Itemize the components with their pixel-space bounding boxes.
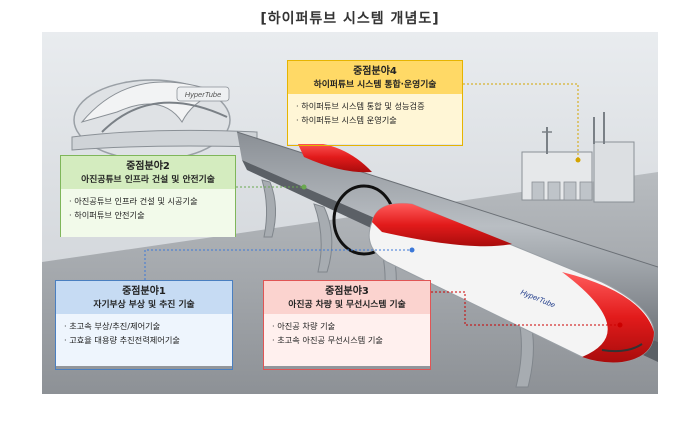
focus-area-3-item: 초고속 아진공 무선시스템 기술 bbox=[272, 334, 422, 347]
station-building: HyperTube bbox=[71, 79, 258, 161]
focus-area-2-item: 하이퍼튜브 안전기술 bbox=[69, 209, 227, 222]
focus-area-1-item: 고효율 대용량 추진전력제어기술 bbox=[64, 334, 224, 347]
focus-area-3-heading: 중점분야3 bbox=[325, 286, 369, 297]
station-sign: HyperTube bbox=[185, 90, 222, 99]
focus-area-3-box: 중점분야3 아진공 차량 및 무선시스템 기술 아진공 차량 기술 초고속 아진… bbox=[263, 280, 431, 370]
focus-area-4-box: 중점분야4 하이퍼튜브 시스템 통합·운영기술 하이퍼튜브 시스템 통합 및 성… bbox=[287, 60, 463, 146]
focus-area-3-item: 아진공 차량 기술 bbox=[272, 320, 422, 333]
diagram-title: [하이퍼튜브 시스템 개념도] bbox=[260, 11, 440, 27]
focus-area-4-subtitle: 하이퍼튜브 시스템 통합·운영기술 bbox=[313, 79, 437, 90]
focus-area-1-heading: 중점분야1 bbox=[122, 286, 166, 297]
focus-area-2-subtitle: 아진공튜브 인프라 건설 및 안전기술 bbox=[81, 174, 215, 185]
focus-area-4-heading: 중점분야4 bbox=[353, 66, 397, 77]
hypertube-capsule: HyperTube bbox=[368, 202, 655, 363]
focus-area-1-item: 초고속 부상/추진/제어기술 bbox=[64, 320, 224, 333]
rear-capsule bbox=[297, 141, 372, 173]
focus-area-1-subtitle: 자기부상 부상 및 추진 기술 bbox=[93, 299, 195, 310]
focus-area-1-box: 중점분야1 자기부상 부상 및 추진 기술 초고속 부상/추진/제어기술 고효율… bbox=[55, 280, 233, 370]
focus-area-2-heading: 중점분야2 bbox=[126, 161, 170, 172]
focus-area-3-subtitle: 아진공 차량 및 무선시스템 기술 bbox=[288, 299, 406, 310]
focus-area-2-box: 중점분야2 아진공튜브 인프라 건설 및 안전기술 아진공튜브 인프라 건설 및… bbox=[60, 155, 236, 238]
focus-area-4-item: 하이퍼튜브 시스템 운영기술 bbox=[296, 114, 454, 127]
focus-area-4-item: 하이퍼튜브 시스템 통합 및 성능검증 bbox=[296, 100, 454, 113]
focus-area-2-item: 아진공튜브 인프라 건설 및 시공기술 bbox=[69, 195, 227, 208]
